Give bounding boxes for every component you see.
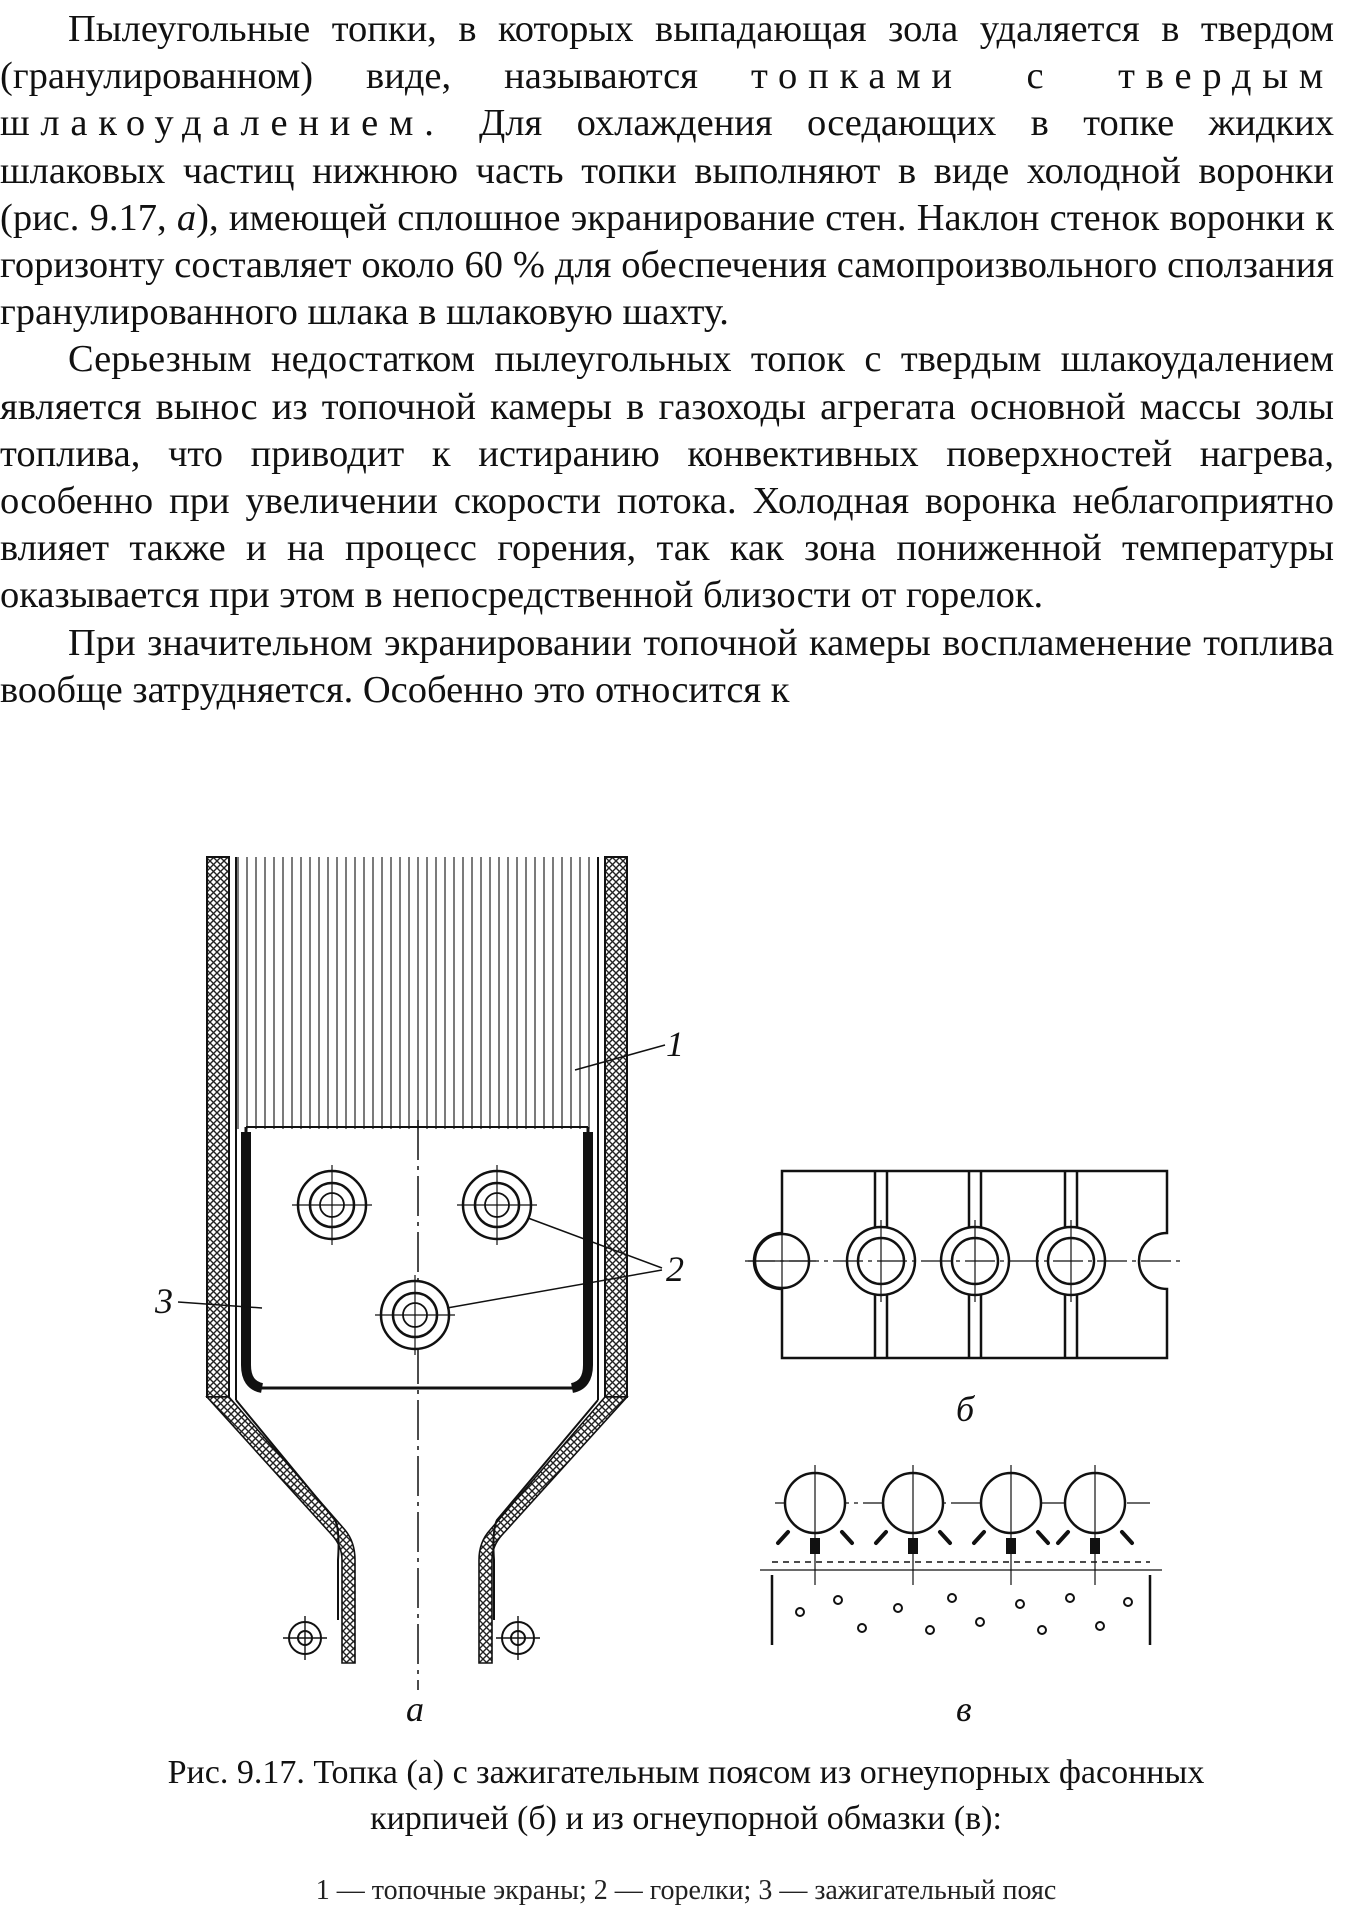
term-spaced: топками с твердым шлакоудалением. [0,55,1335,145]
paragraph-3: При значительном экранировании топочной … [0,621,1334,711]
callout-2: 2 [666,1249,684,1289]
paragraph-1-part-c: ), имеющей сплошное экранирование стен. … [0,196,1335,334]
coating-drawing-v [760,1465,1162,1645]
burner-icon [375,1275,455,1355]
furnace-screens [236,857,598,1129]
paragraph-2: Серьезным недостатком пылеугольных топок… [0,338,1334,617]
ignition-belt-right [570,1132,593,1393]
label-a: а [406,1689,424,1729]
caption-line-1: Рис. 9.17. Топка (а) с зажигательным поя… [167,1754,1205,1791]
callout-1: 1 [666,1024,684,1064]
caption-line-2: кирпичей (б) и из огнеупорной обмазки (в… [370,1800,1002,1837]
figure-9-17: 1 2 3 а б в [0,840,1372,1730]
figure-caption: Рис. 9.17. Топка (а) с зажигательным поя… [0,1750,1372,1842]
leader-2b [446,1269,663,1309]
figure-drawing [177,856,1180,1690]
burner-icon [457,1165,537,1245]
brick-drawing-b [745,1169,1180,1360]
burner-icon [292,1165,372,1245]
figure-reference: а [176,196,197,239]
figure-legend: 1 — топочные экраны; 2 — горелки; 3 — за… [315,1875,1057,1906]
callout-3: 3 [155,1281,173,1321]
leader-1 [574,1044,666,1071]
left-wall [206,856,230,1398]
furnace-drawing-a [177,856,666,1690]
label-v: в [956,1689,972,1729]
body-text: Пылеугольные топки, в которых выпадающая… [0,6,1334,714]
leader-3 [177,1301,263,1309]
right-wall [604,856,628,1398]
leader-2a [527,1217,663,1269]
paragraph-1-part-b: Для охлаждения оседающих в топке жидких … [0,102,1334,239]
funnel-right-wall [478,1396,629,1664]
ignition-belt-left [241,1132,264,1393]
label-b: б [956,1389,975,1429]
funnel-left-wall [205,1396,356,1664]
paragraph-1: Пылеугольные топки, в которых выпадающая… [0,6,1334,336]
paragraph-1-part-a: Пылеугольные топки, в которых выпадающая… [0,8,1334,98]
